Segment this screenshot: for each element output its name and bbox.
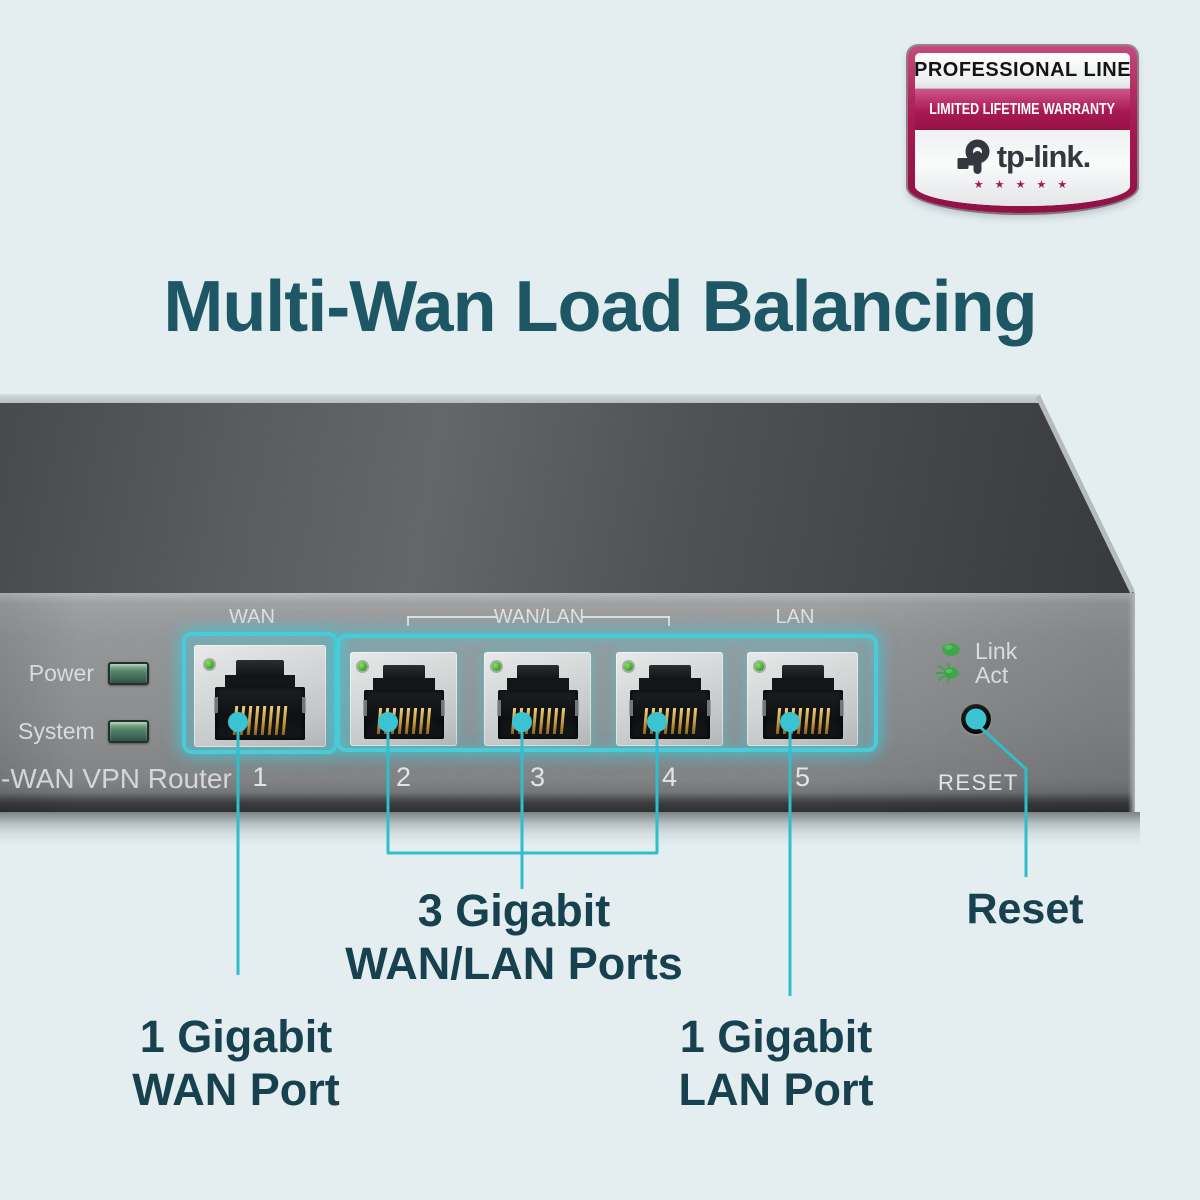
- callout-lan-line1: 1 Gigabit: [679, 1011, 873, 1062]
- wan-group-label: WAN: [229, 606, 275, 628]
- callout-wan-line1: 1 Gigabit: [139, 1011, 333, 1062]
- callout-wanlan-ports: 3 Gigabit WAN/LAN Ports: [334, 884, 694, 990]
- badge-brand-band: tp-link. ★ ★ ★ ★ ★: [915, 130, 1130, 206]
- port-1-number: 1: [252, 762, 268, 792]
- port-4-led: [624, 662, 633, 671]
- port-4-number: 4: [661, 762, 678, 792]
- act-led: [936, 663, 959, 683]
- badge-professional-line: PROFESSIONAL LINE: [915, 53, 1130, 89]
- lan-group-label: LAN: [775, 606, 815, 628]
- port-2-plate: [350, 652, 457, 746]
- port-4-plate: [616, 652, 723, 746]
- callout-wanlan-line2: WAN/LAN Ports: [345, 938, 683, 990]
- port-3-number: 3: [529, 762, 546, 792]
- callout-lan-port: 1 Gigabit LAN Port: [606, 1010, 946, 1116]
- port-2-led: [358, 662, 367, 671]
- link-label: Link: [975, 638, 1018, 664]
- tp-link-logo-icon: [957, 139, 990, 174]
- wanlan-bracket-right: [581, 616, 670, 618]
- port-5-rj45-jack: [761, 665, 844, 739]
- port-3-led: [492, 662, 501, 671]
- power-led: [108, 662, 149, 685]
- port-3-plate: [484, 652, 591, 746]
- wanlan-bracket-tick-left: [407, 616, 409, 626]
- act-label: Act: [975, 662, 1009, 688]
- callout-wan-port: 1 Gigabit WAN Port: [66, 1010, 406, 1116]
- badge-inner: PROFESSIONAL LINE LIMITED LIFETIME WARRA…: [915, 53, 1130, 206]
- port-5-led: [755, 662, 764, 671]
- port-1-led: [205, 660, 214, 669]
- badge-warranty-text: LIMITED LIFETIME WARRANTY: [929, 100, 1116, 118]
- system-led: [108, 720, 149, 743]
- professional-line-badge: PROFESSIONAL LINE LIMITED LIFETIME WARRA…: [908, 46, 1137, 213]
- router-shadow: [0, 812, 1140, 846]
- wanlan-group-label: WAN/LAN: [493, 606, 585, 628]
- system-label: System: [18, 718, 95, 744]
- page-title: Multi-Wan Load Balancing: [163, 267, 1037, 347]
- callout-reset: Reset: [966, 885, 1084, 933]
- wanlan-bracket-tick-right: [668, 616, 670, 626]
- power-label: Power: [28, 660, 94, 686]
- callout-wanlan-line1: 3 Gigabit: [417, 885, 611, 936]
- port-5-number: 5: [794, 762, 811, 792]
- port-1-plate: [194, 645, 326, 747]
- port-3-rj45-jack: [496, 665, 579, 739]
- port-2-rj45-jack: [362, 665, 445, 739]
- port-5-plate: [747, 652, 858, 746]
- badge-warranty-band: LIMITED LIFETIME WARRANTY: [915, 89, 1130, 130]
- reset-panel-label: RESET: [938, 770, 1019, 795]
- port-1-rj45-jack: [214, 660, 306, 740]
- wanlan-bracket-left: [407, 616, 497, 618]
- port-2-number: 2: [395, 762, 412, 792]
- link-led: [942, 643, 960, 656]
- callout-wan-line2: WAN Port: [132, 1064, 340, 1116]
- badge-stars: ★ ★ ★ ★ ★: [973, 179, 1072, 191]
- callout-lan-line2: LAN Port: [678, 1064, 874, 1116]
- port-4-rj45-jack: [628, 665, 711, 739]
- tp-link-wordmark: tp-link.: [996, 139, 1092, 174]
- model-text: -WAN VPN Router: [1, 763, 232, 794]
